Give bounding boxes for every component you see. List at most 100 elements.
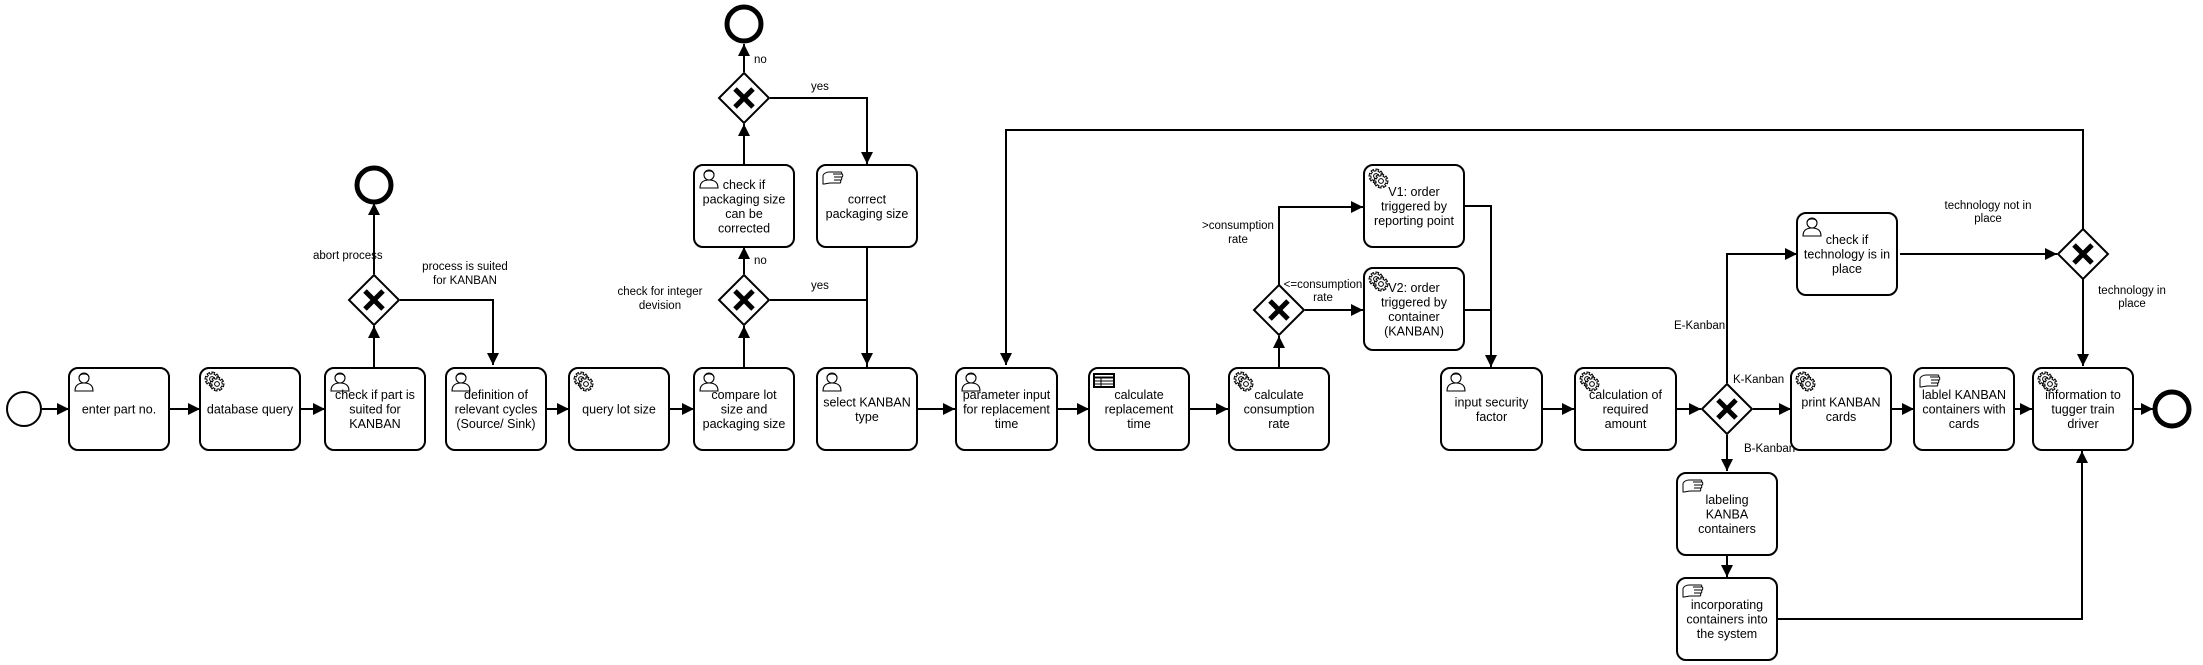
- task-label: query lot size: [582, 403, 656, 417]
- start-event: [6, 391, 42, 427]
- task-label: print KANBAN: [1801, 395, 1880, 409]
- gear-icon: [204, 371, 225, 392]
- label-abort-process: abort process: [313, 250, 383, 262]
- gear-icon: [1795, 371, 1816, 392]
- manual-hand-icon: [1682, 584, 1704, 598]
- task-label: containers: [1698, 522, 1756, 536]
- task-enter-part[interactable]: enter part no.: [68, 367, 170, 451]
- user-icon: [451, 372, 471, 392]
- label-le-consumption-2: rate: [1313, 292, 1333, 304]
- x-mark-icon: [733, 289, 755, 311]
- gear-icon: [573, 371, 594, 392]
- task-label: (KANBAN): [1384, 324, 1444, 338]
- gateway-suited: [347, 273, 401, 327]
- gear-icon: [1368, 168, 1389, 189]
- label-e-kanban: E-Kanban: [1674, 320, 1725, 332]
- task-label: select KANBAN: [823, 395, 911, 409]
- task-label: correct: [848, 192, 887, 206]
- label-no-upper: no: [754, 54, 767, 66]
- label-tech-in-1: technology in: [2098, 285, 2166, 297]
- task-label: rate: [1268, 417, 1290, 431]
- gear-icon: [1368, 271, 1389, 292]
- task-label: technology is in: [1804, 248, 1890, 262]
- task-label: information to: [2045, 388, 2121, 402]
- label-tech-in-2: place: [2118, 298, 2146, 310]
- task-label: driver: [2067, 417, 2098, 431]
- x-mark-icon: [363, 289, 385, 311]
- task-label: cards: [1949, 417, 1980, 431]
- task-label: check if part is: [335, 388, 415, 402]
- task-label: compare lot: [711, 388, 777, 402]
- gateway-consumption: [1252, 283, 1306, 337]
- task-label: required: [1603, 403, 1649, 417]
- label-check-integer-2: devision: [639, 300, 681, 312]
- manual-hand-icon: [822, 171, 844, 185]
- task-label: relevant cycles: [455, 403, 538, 417]
- task-label: time: [1127, 417, 1151, 431]
- gateway-integer: [717, 273, 771, 327]
- gateway-technology: [2056, 227, 2110, 281]
- gateway-packaging: [717, 71, 771, 125]
- flow-v2-to-security: [1464, 309, 1492, 367]
- task-query-lot[interactable]: query lot size: [568, 367, 670, 451]
- label-check-integer-1: check for integer: [617, 286, 702, 298]
- flow-gateway-to-select: [770, 299, 873, 365]
- x-mark-icon: [1268, 299, 1290, 321]
- flow-incorporating-to-info: [1777, 451, 2088, 620]
- task-label: incorporating: [1691, 598, 1763, 612]
- gear-icon: [1579, 371, 1600, 392]
- task-label: time: [995, 417, 1019, 431]
- task-database-query[interactable]: database query: [199, 367, 301, 451]
- task-label: packaging size: [703, 417, 786, 431]
- end-event-abort: [354, 165, 394, 205]
- task-label: factor: [1476, 410, 1507, 424]
- flow-gateway-to-checktech: [1726, 248, 1797, 383]
- task-label: KANBA: [1706, 508, 1749, 522]
- task-label: amount: [1605, 417, 1647, 431]
- task-label: suited for: [349, 403, 400, 417]
- task-label: reporting point: [1374, 214, 1454, 228]
- task-label: check if: [723, 178, 766, 192]
- task-label: parameter input: [963, 388, 1051, 402]
- task-label: containers into: [1686, 613, 1767, 627]
- task-label: cards: [1826, 410, 1857, 424]
- label-yes-upper: yes: [811, 81, 829, 93]
- label-tech-not-2: place: [1974, 213, 2002, 225]
- user-icon: [74, 372, 94, 392]
- end-event-packaging: [724, 4, 764, 44]
- gear-icon: [1233, 371, 1254, 392]
- task-label: V1: order: [1388, 185, 1439, 199]
- user-icon: [822, 372, 842, 392]
- user-icon: [961, 372, 981, 392]
- user-icon: [699, 169, 719, 189]
- label-le-consumption-1: <=consumption: [1284, 279, 1363, 291]
- task-label: calculate: [1254, 388, 1303, 402]
- task-label: container: [1388, 310, 1439, 324]
- label-yes-lower: yes: [811, 280, 829, 292]
- gateway-kanban-type: [1700, 382, 1754, 436]
- manual-hand-icon: [1919, 374, 1941, 388]
- flow-loop-to-param: [1000, 129, 2084, 365]
- label-gt-consumption-1: >consumption: [1202, 220, 1274, 232]
- user-icon: [699, 372, 719, 392]
